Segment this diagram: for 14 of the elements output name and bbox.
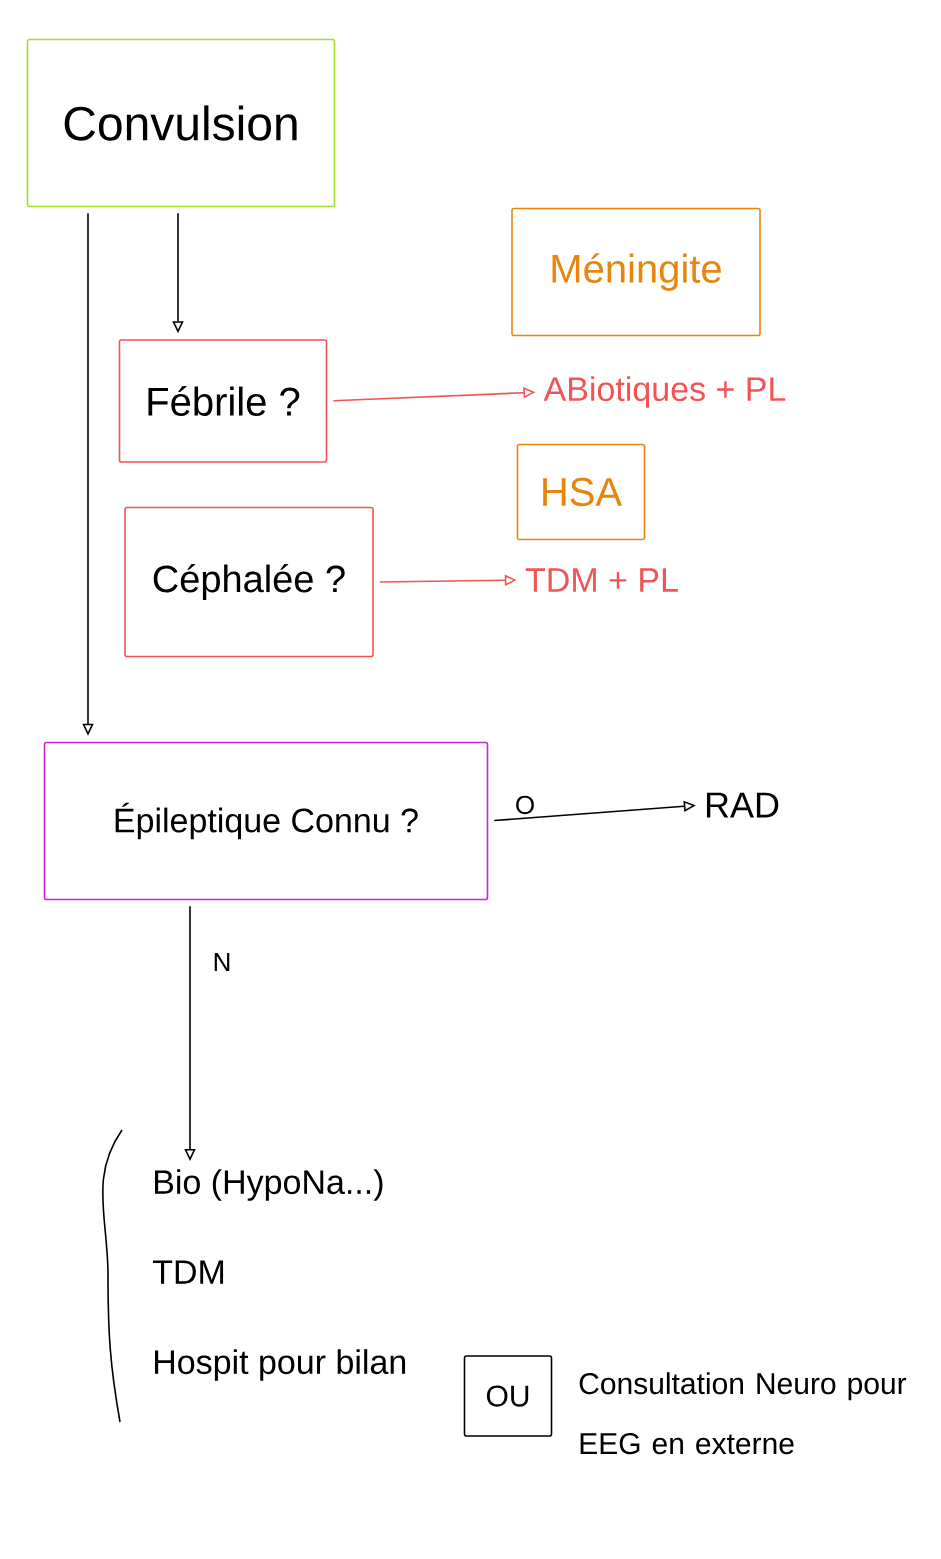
action-text: ABiotiques + PL	[543, 376, 786, 408]
diagnosis-box: Méningite	[511, 207, 761, 337]
outcome-text: RAD	[706, 792, 779, 818]
workup-list: Bio (HypoNa...) TDM Hospit pour bilan	[152, 1169, 406, 1381]
edge-label: O	[516, 795, 534, 815]
action-text: TDM + PL	[525, 568, 678, 592]
note-text: Consultation Neuro pour EEG en externe	[579, 1372, 907, 1455]
process-box: Convulsion	[26, 38, 336, 208]
edge-label: N	[214, 953, 230, 971]
question-box: Céphalée ?	[124, 506, 374, 658]
or-box: OU	[463, 1355, 553, 1437]
diagnosis-box: HSA	[516, 443, 646, 541]
question-box: Épileptique Connu ?	[43, 741, 489, 901]
question-box: Fébrile ?	[118, 339, 328, 463]
